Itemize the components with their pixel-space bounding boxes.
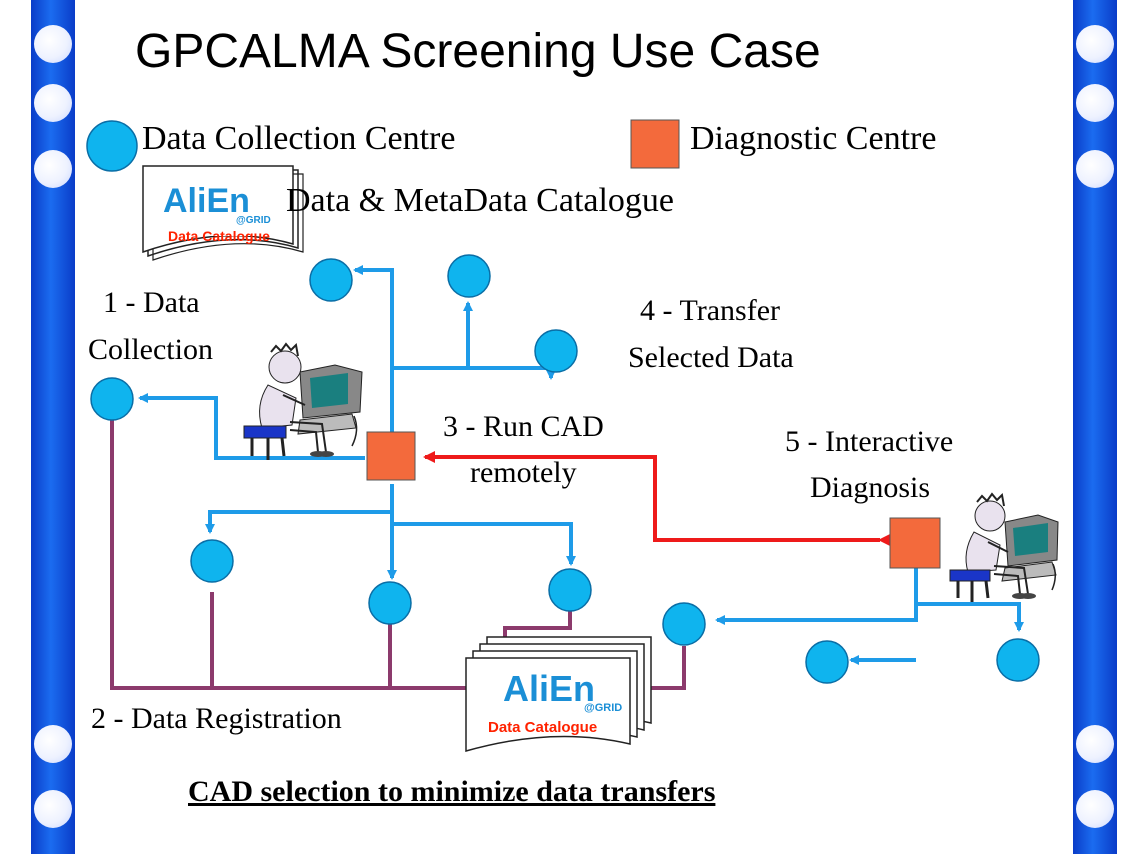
collection-centre-node — [190, 539, 234, 583]
step3-label-line1: 3 - Run CAD — [443, 410, 604, 443]
bar-dot-icon — [1076, 25, 1114, 63]
step1-label-line1: 1 - Data — [103, 286, 200, 319]
legend-catalogue-label: Data & MetaData Catalogue — [286, 182, 675, 219]
bar-dot-icon — [1076, 790, 1114, 828]
collection-centres — [90, 254, 1040, 684]
page-title: GPCALMA Screening Use Case — [135, 25, 821, 78]
right-decor-bar — [1073, 0, 1117, 854]
legend-diagnostic-square — [630, 119, 680, 169]
logo-label: Data Catalogue — [488, 719, 597, 736]
caption: CAD selection to minimize data transfers — [188, 775, 716, 808]
legend-collection-circle — [86, 120, 138, 172]
bar-dot-icon — [34, 150, 72, 188]
central-catalogue-icon: AliEn @GRID Data Catalogue — [465, 636, 652, 752]
run-cad-line — [423, 451, 890, 546]
collection-centre-node — [805, 640, 849, 684]
bar-dot-icon — [34, 790, 72, 828]
collection-centre-node — [90, 377, 134, 421]
bar-dot-icon — [34, 25, 72, 63]
logo-label: Data Catalogue — [168, 228, 270, 244]
logo-word: AliEn — [163, 182, 250, 220]
diagnostic-centre-node — [889, 517, 941, 569]
step4-label-line2: Selected Data — [628, 341, 794, 374]
step1-label-line2: Collection — [88, 333, 213, 366]
user-at-computer-icon — [949, 492, 1059, 602]
logo-suffix: @GRID — [236, 215, 271, 226]
logo-word: AliEn — [503, 668, 595, 709]
step4-label-line1: 4 - Transfer — [640, 294, 780, 327]
collection-centre-node — [534, 329, 578, 373]
collection-centre-node — [309, 258, 353, 302]
legend-collection-label: Data Collection Centre — [142, 120, 456, 157]
bar-dot-icon — [1076, 84, 1114, 122]
collection-centre-node — [548, 568, 592, 612]
user-at-computer-icon — [243, 342, 363, 460]
step2-label: 2 - Data Registration — [91, 702, 342, 735]
diagnostic-centre-node — [366, 431, 416, 481]
bar-dot-icon — [34, 84, 72, 122]
legend-diagnostic-label: Diagnostic Centre — [690, 120, 937, 157]
legend-catalogue-icon: AliEn @GRID Data Catalogue — [142, 165, 304, 261]
bar-dot-icon — [1076, 150, 1114, 188]
bar-dot-icon — [1076, 725, 1114, 763]
step5-label-line1: 5 - Interactive — [785, 425, 954, 458]
collection-centre-node — [368, 581, 412, 625]
collection-centre-node — [447, 254, 491, 298]
step3-label-line2: remotely — [470, 456, 577, 489]
bar-dot-icon — [34, 725, 72, 763]
collection-centre-node — [996, 638, 1040, 682]
logo-suffix: @GRID — [584, 702, 622, 714]
collection-centre-node — [662, 602, 706, 646]
registration-lines — [110, 420, 686, 694]
step5-label-line2: Diagnosis — [810, 471, 930, 504]
left-decor-bar — [31, 0, 75, 854]
